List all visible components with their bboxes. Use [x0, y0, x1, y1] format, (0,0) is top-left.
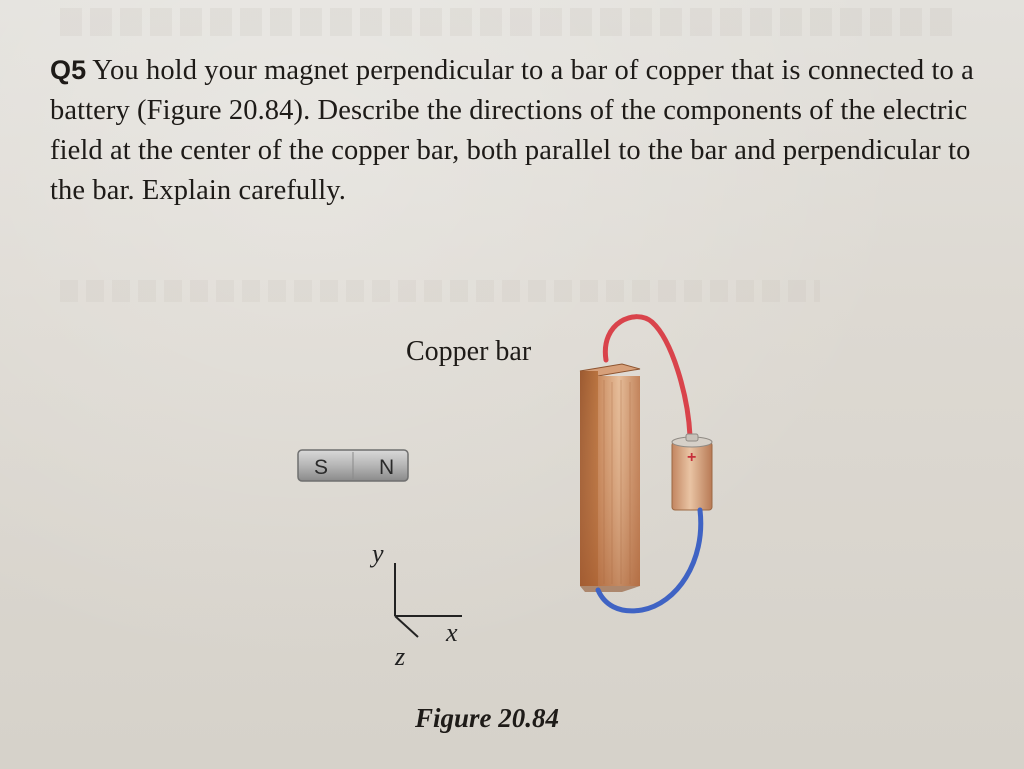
- z-axis-label: z: [394, 642, 405, 671]
- bleed-through-mid: [60, 280, 820, 302]
- battery-plus-sign: +: [687, 449, 696, 466]
- y-axis-label: y: [369, 539, 384, 568]
- copper-grain: [603, 380, 631, 584]
- copper-bar-bottom-edge: [580, 586, 640, 592]
- magnet-north-label: N: [379, 456, 394, 479]
- bleed-through-top: [60, 8, 960, 36]
- figure-caption: Figure 20.84: [415, 703, 560, 733]
- question-body: You hold your magnet perpendicular to a …: [50, 55, 974, 206]
- copper-bar-label: Copper bar: [406, 336, 532, 367]
- question-number: Q5: [50, 55, 87, 85]
- magnet-south-label: S: [314, 456, 328, 479]
- wire-blue: [595, 507, 704, 614]
- wire-red: [602, 314, 693, 439]
- battery-terminal: [685, 433, 699, 442]
- coordinate-axes: [394, 563, 462, 638]
- x-axis-label: x: [445, 618, 458, 647]
- z-axis: [394, 615, 419, 638]
- copper-bar-shade: [580, 371, 640, 586]
